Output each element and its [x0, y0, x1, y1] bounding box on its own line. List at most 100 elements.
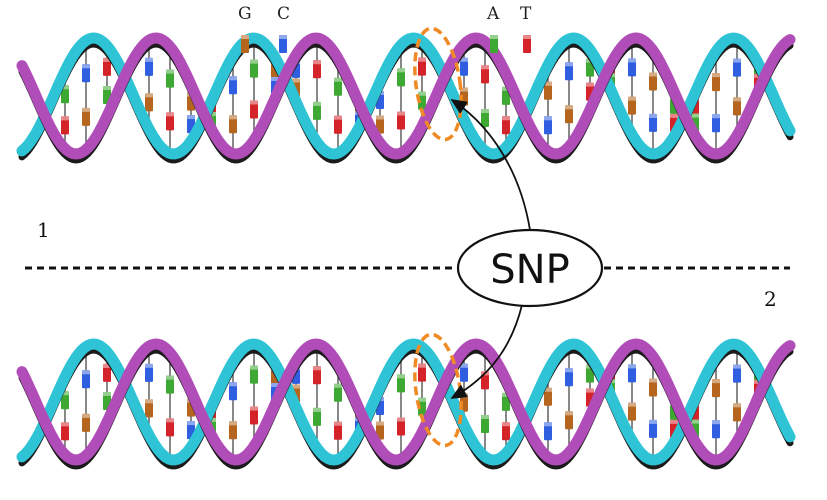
nucleotide-block-paired-cap [670, 113, 678, 118]
nucleotide-block-cap [250, 365, 258, 370]
nucleotide-block-paired [166, 112, 174, 131]
nucleotide-block-paired-cap [229, 115, 237, 120]
nucleotide-block [334, 77, 342, 96]
nucleotide-block-cap [145, 363, 153, 368]
nucleotide-block-cap [481, 65, 489, 70]
nucleotide-block-paired [649, 419, 657, 438]
nucleotide-block-paired-cap [61, 422, 69, 427]
nucleotide-block [649, 378, 657, 397]
nucleotide-block-paired-cap [481, 414, 489, 419]
nucleotide-block-paired [544, 422, 552, 441]
nucleotide-block [481, 65, 489, 84]
nucleotide-block-paired [250, 406, 258, 425]
nucleotide-block-cap [502, 86, 510, 91]
helix-1-backbone-cyan [16, 32, 796, 160]
nucleotide-block-paired-cap [712, 420, 720, 425]
nucleotide-block-paired [82, 107, 90, 126]
nucleotide-block-paired-cap [334, 115, 342, 120]
nucleotide-block [733, 364, 741, 383]
nucleotide-block-paired [166, 418, 174, 437]
nucleotide-block [649, 72, 657, 91]
nucleotide-block [145, 363, 153, 382]
nucleotide-block-paired [628, 402, 636, 421]
nucleotide-block-paired-cap [229, 421, 237, 426]
nucleotide-block-paired-cap [586, 82, 594, 87]
nucleotide-block [250, 59, 258, 78]
nucleotide-block-cap [733, 58, 741, 63]
legend-swatch-a-cap [490, 35, 498, 39]
nucleotide-block-cap [313, 366, 321, 371]
nucleotide-block [313, 366, 321, 385]
nucleotide-block-paired-cap [691, 113, 699, 118]
nucleotide-block-paired-cap [61, 116, 69, 121]
helix-1-backbone-magenta [16, 32, 796, 160]
nucleotide-block-paired-cap [586, 388, 594, 393]
nucleotide-block-paired [313, 101, 321, 120]
nucleotide-block-paired-cap [565, 411, 573, 416]
nucleotide-block [145, 57, 153, 76]
nucleotide-block-paired [649, 113, 657, 132]
nucleotide-block [460, 57, 468, 76]
nucleotide-block-paired-cap [271, 382, 279, 387]
nucleotide-block-paired-cap [103, 392, 111, 397]
nucleotide-block [61, 391, 69, 410]
snp-arrow-down [450, 304, 523, 399]
nucleotide-block [103, 363, 111, 382]
nucleotide-block-paired [145, 399, 153, 418]
nucleotide-block-cap [166, 375, 174, 380]
nucleotide-block-paired-cap [187, 115, 195, 120]
nucleotide-block [565, 62, 573, 81]
legend-letter-g: G [238, 4, 252, 24]
nucleotide-block [229, 76, 237, 95]
nucleotide-block-paired-cap [712, 114, 720, 119]
nucleotide-block-paired-cap [103, 86, 111, 91]
nucleotide-block-paired-cap [145, 399, 153, 404]
nucleotide-block [712, 73, 720, 92]
nucleotide-block-paired-cap [82, 413, 90, 418]
legend-letter-c: C [277, 4, 291, 24]
snp-arrow-up [450, 99, 531, 231]
nucleotide-block [82, 370, 90, 389]
nucleotide-block-paired-cap [145, 93, 153, 98]
nucleotide-block-cap [544, 387, 552, 392]
nucleotide-block-paired-cap [397, 417, 405, 422]
nucleotide-block-paired [502, 116, 510, 135]
nucleotide-block-cap [103, 57, 111, 62]
nucleotide-block-paired [376, 115, 384, 134]
nucleotide-block-cap [628, 364, 636, 369]
nucleotide-block-paired [481, 414, 489, 433]
nucleotide-block [628, 364, 636, 383]
nucleotide-block-cap [397, 374, 405, 379]
nucleotide-block-paired [628, 96, 636, 115]
snp-label: SNP [490, 247, 569, 293]
nucleotide-block-cap [103, 363, 111, 368]
nucleotide-block-cap [82, 370, 90, 375]
nucleotide-block-paired [712, 114, 720, 133]
nucleotide-block-paired-cap [649, 419, 657, 424]
nucleotide-block-cap [418, 363, 426, 368]
nucleotide-block-paired-cap [166, 418, 174, 423]
nucleotide-block-paired-cap [418, 397, 426, 402]
nucleotide-block [418, 363, 426, 382]
nucleotide-block-cap [229, 76, 237, 81]
nucleotide-block-paired-cap [250, 406, 258, 411]
nucleotide-block [565, 368, 573, 387]
nucleotide-block-paired [61, 422, 69, 441]
nucleotide-block-cap [733, 364, 741, 369]
nucleotide-block [229, 382, 237, 401]
nucleotide-block [544, 81, 552, 100]
nucleotide-block-paired-cap [313, 101, 321, 106]
nucleotide-block-cap [565, 368, 573, 373]
nucleotide-block [103, 57, 111, 76]
nucleotide-block-paired-cap [334, 421, 342, 426]
nucleotide-block [397, 68, 405, 87]
nucleotide-block [460, 363, 468, 382]
nucleotide-block [61, 85, 69, 104]
nucleotide-block-cap [334, 77, 342, 82]
nucleotide-block-cap [460, 57, 468, 62]
nucleotide-block-cap [712, 73, 720, 78]
legend-swatch-t-cap [523, 35, 531, 39]
nucleotide-block [544, 387, 552, 406]
nucleotide-block-cap [460, 363, 468, 368]
